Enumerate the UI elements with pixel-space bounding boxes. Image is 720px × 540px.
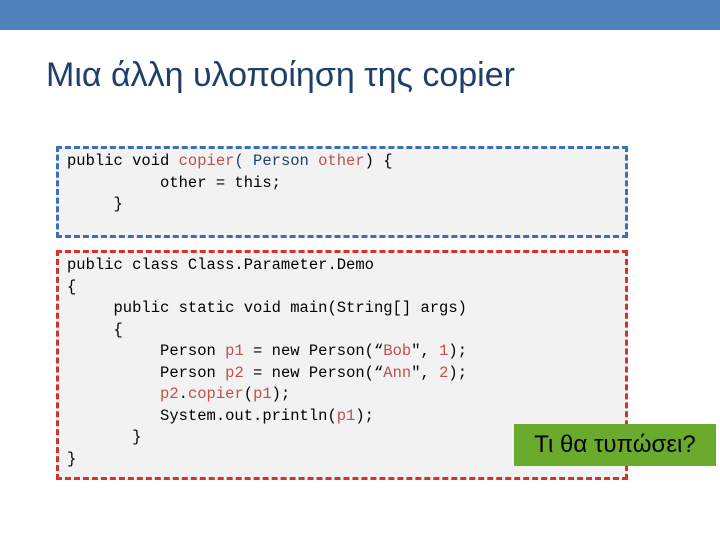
code-line: }: [67, 449, 77, 468]
code-line: }: [67, 195, 123, 213]
code-line: Person p2 = new Person(“Ann", 2);: [67, 363, 468, 382]
code-line: {: [67, 320, 123, 339]
code-line: public void copier( Person other) {: [67, 152, 393, 170]
code-line: other = this;: [67, 173, 281, 192]
code-line: public class Class.Parameter.Demo: [67, 256, 374, 274]
code-line: public static void main(String[] args): [67, 299, 467, 317]
question-callout: Τι θα τυπώσει?: [514, 424, 716, 466]
top-accent-bar: [0, 0, 720, 30]
copier-method-code: public void copier( Person other) { othe…: [67, 151, 393, 216]
demo-class-box: public class Class.Parameter.Demo { publi…: [56, 250, 628, 480]
code-line: {: [67, 277, 77, 296]
slide-title: Μια άλλη υλοποίηση της copier: [46, 56, 515, 94]
code-line: System.out.println(p1);: [67, 406, 374, 425]
demo-class-code: public class Class.Parameter.Demo { publi…: [67, 255, 467, 470]
code-line: p2.copier(p1);: [160, 385, 291, 403]
copier-method-box: public void copier( Person other) { othe…: [56, 146, 628, 238]
code-line: }: [67, 428, 142, 446]
code-line: Person p1 = new Person(“Bob", 1);: [67, 342, 468, 360]
